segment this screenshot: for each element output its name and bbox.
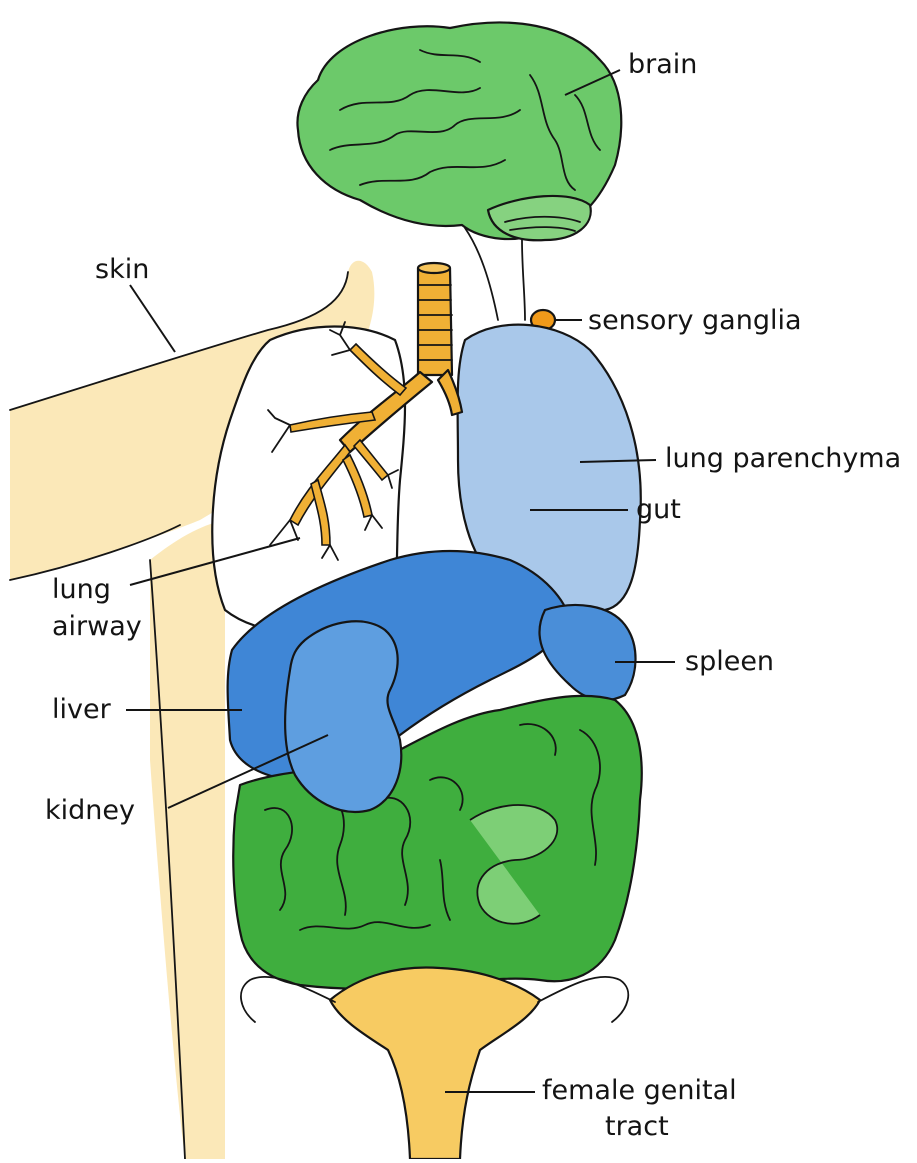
label-spleen: spleen bbox=[685, 645, 774, 679]
spinal-cord bbox=[465, 228, 525, 320]
label-lung-airway-1: lung bbox=[52, 573, 111, 607]
fallopian-tube-right bbox=[538, 977, 628, 1022]
label-lung-parenchyma: lung parenchyma bbox=[665, 442, 901, 476]
label-brain: brain bbox=[628, 48, 697, 82]
kidney-shape bbox=[285, 621, 401, 812]
trachea bbox=[418, 263, 452, 375]
female-genital-tract-shape bbox=[330, 967, 540, 1159]
label-liver: liver bbox=[52, 693, 111, 727]
label-skin: skin bbox=[95, 253, 149, 287]
label-gut: gut bbox=[636, 493, 681, 527]
label-female-genital-tract-1: female genital bbox=[542, 1074, 737, 1108]
label-kidney: kidney bbox=[45, 794, 135, 828]
label-female-genital-tract-2: tract bbox=[605, 1110, 669, 1144]
spleen-shape bbox=[539, 605, 635, 700]
label-sensory-ganglia: sensory ganglia bbox=[588, 304, 802, 338]
label-lung-airway-2: airway bbox=[52, 610, 142, 644]
